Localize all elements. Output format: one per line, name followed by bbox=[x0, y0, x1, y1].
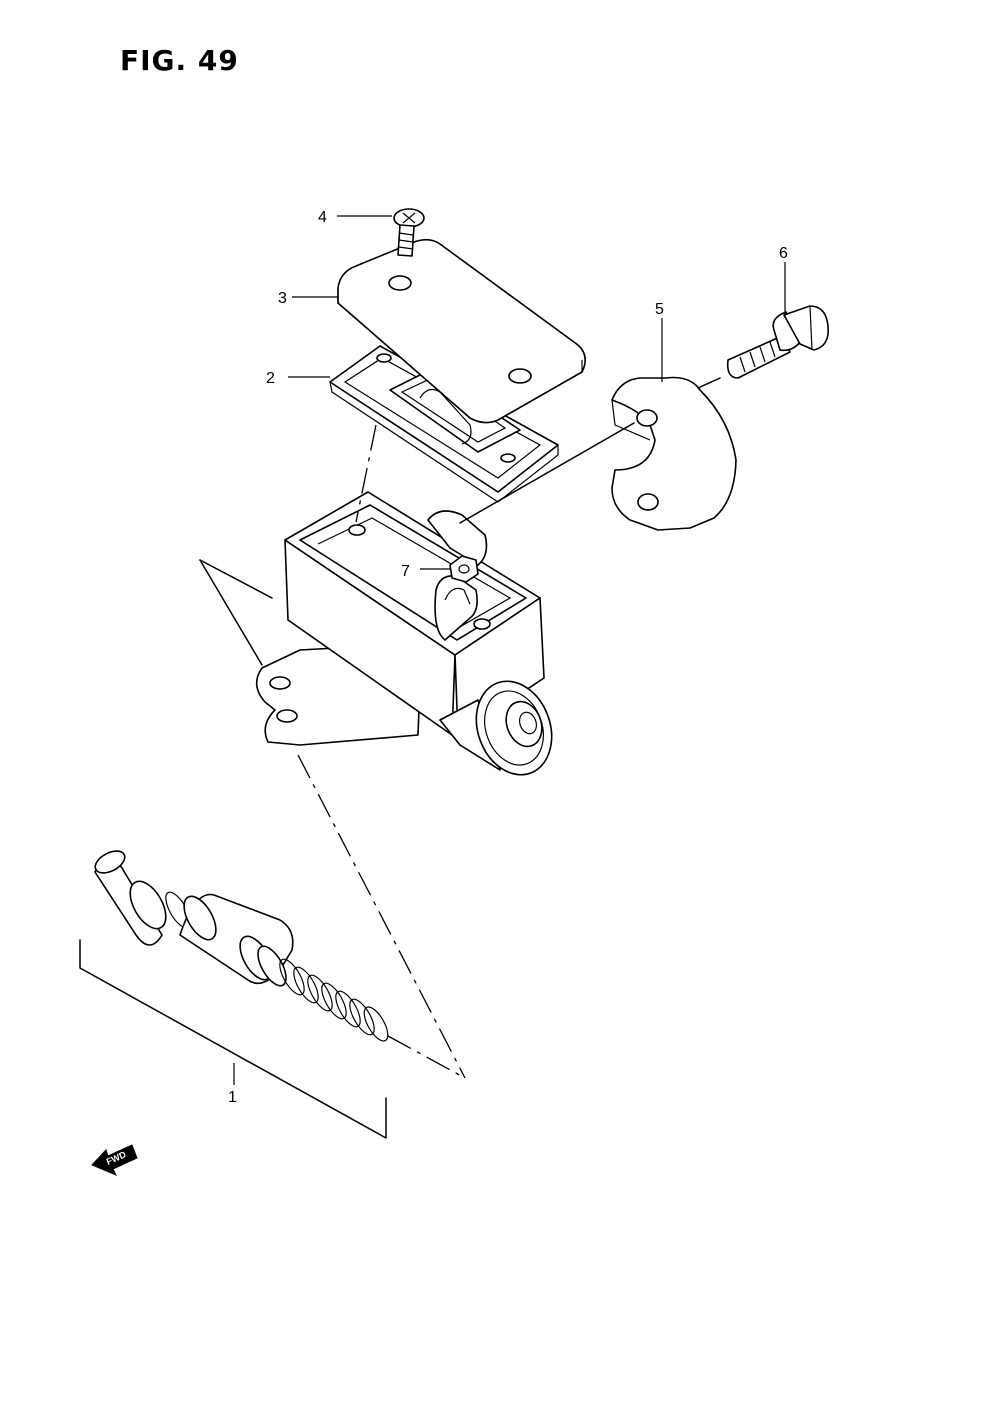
callout-2: 2 bbox=[266, 370, 275, 387]
callout-4: 4 bbox=[318, 209, 327, 226]
clamp-bolt bbox=[726, 305, 830, 379]
cap-screw bbox=[393, 208, 425, 257]
callout-leaders bbox=[233, 215, 786, 1085]
diaphragm bbox=[329, 345, 559, 503]
bolt-leader bbox=[697, 377, 721, 389]
forward-arrow-icon: FWD bbox=[91, 1144, 138, 1176]
callout-labels: 1 2 3 4 5 6 7 bbox=[228, 209, 788, 1106]
assembly-leader-lines bbox=[199, 559, 466, 1079]
callout-3: 3 bbox=[278, 290, 287, 307]
master-cylinder-body bbox=[255, 491, 553, 776]
diaphragm-leader bbox=[355, 424, 377, 523]
return-spring bbox=[279, 958, 389, 1042]
holder-clamp bbox=[611, 376, 737, 531]
stopper-plate bbox=[449, 555, 479, 583]
callout-7: 7 bbox=[401, 563, 410, 580]
piston-kit bbox=[79, 850, 389, 1139]
callout-5: 5 bbox=[655, 301, 664, 318]
callout-6: 6 bbox=[779, 245, 788, 262]
reservoir-cap bbox=[337, 238, 586, 424]
figure-title: FIG. 49 bbox=[120, 44, 239, 77]
clamp-leader bbox=[459, 422, 635, 524]
callout-1: 1 bbox=[228, 1089, 237, 1106]
